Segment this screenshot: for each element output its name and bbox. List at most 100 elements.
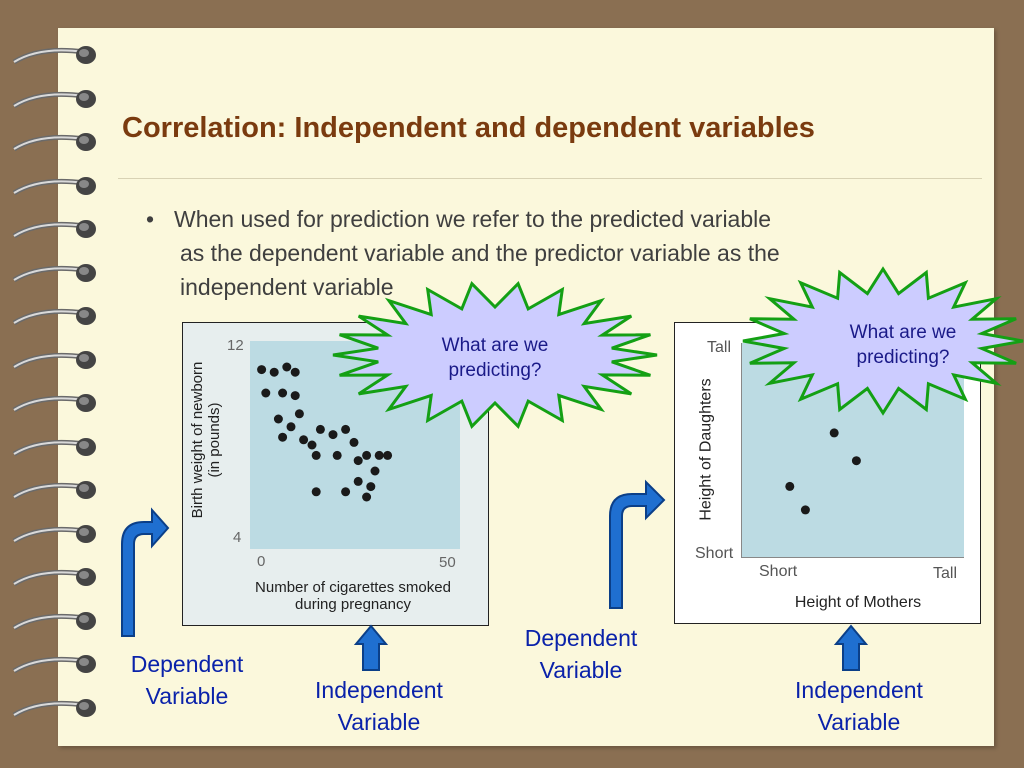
spiral-ring — [12, 568, 96, 587]
spiral-ring — [12, 46, 96, 65]
spiral-ring — [12, 698, 96, 717]
scatter-point — [374, 450, 384, 460]
scatter-point — [269, 367, 279, 377]
left-independent-label-line-2: Variable — [337, 709, 421, 735]
bullet-line-3: independent variable — [180, 274, 394, 300]
scatter-point — [273, 414, 283, 424]
right-chart-scatter — [785, 428, 861, 515]
right-independent-arrow-icon — [833, 624, 869, 671]
left-starburst-text: What are we predicting? — [400, 333, 590, 383]
left-independent-label: Independent Variable — [286, 674, 472, 738]
scatter-point — [278, 388, 288, 398]
slide-title: Correlation: Independent and dependent v… — [122, 112, 815, 144]
right-chart-x-axis-label: Height of Mothers — [794, 594, 922, 611]
left-chart-y-axis-label-line-1: Birth weight of newborn — [189, 361, 206, 519]
spiral-ring — [12, 394, 96, 413]
left-dependent-label-line-2: Variable — [145, 683, 229, 709]
left-dependent-arrow-icon — [121, 507, 170, 637]
right-chart-y-top-tick: Tall — [707, 339, 732, 356]
right-independent-label-line-1: Independent — [795, 677, 923, 703]
right-starburst — [742, 266, 1024, 416]
spiral-ring — [12, 611, 96, 630]
scatter-point — [290, 367, 300, 377]
scatter-point — [311, 487, 321, 497]
starburst-shape — [332, 281, 658, 429]
scatter-point — [290, 391, 300, 401]
scatter-point — [829, 428, 839, 438]
scatter-point — [278, 432, 288, 442]
right-independent-label: Independent Variable — [766, 674, 952, 738]
scatter-point — [362, 492, 372, 502]
left-starburst-line-1: What are we — [441, 335, 549, 356]
right-dependent-label-line-1: Dependent — [524, 625, 638, 651]
title-divider — [118, 178, 982, 179]
left-chart-y-axis-label-line-2: (in pounds) — [206, 402, 223, 478]
left-chart-x-axis-label-line-2: during pregnancy — [295, 596, 411, 613]
scatter-point — [349, 437, 359, 447]
scatter-point — [282, 362, 292, 372]
spiral-ring — [12, 220, 96, 239]
spiral-ring — [12, 263, 96, 282]
spiral-ring — [12, 89, 96, 108]
right-chart-y-axis-label: Height of Daughters — [697, 378, 715, 521]
spiral-ring — [12, 350, 96, 369]
right-dependent-label-line-2: Variable — [539, 657, 623, 683]
left-chart-y-bottom-tick: 4 — [233, 529, 242, 546]
scatter-point — [353, 476, 363, 486]
left-dependent-label-line-1: Dependent — [130, 651, 244, 677]
scatter-point — [383, 450, 393, 460]
spiral-ring — [12, 524, 96, 543]
left-starburst — [332, 281, 658, 429]
right-chart-x-right-tick: Tall — [933, 565, 958, 582]
right-dependent-arrow-icon — [609, 479, 666, 609]
bullet-text: • When used for prediction we refer to t… — [146, 202, 926, 304]
bullet-line-1: When used for prediction we refer to the… — [174, 206, 772, 232]
scatter-point — [362, 450, 372, 460]
scatter-point — [257, 365, 267, 375]
right-starburst-text: What are we predicting? — [808, 320, 998, 370]
bullet-line-2: as the dependent variable and the predic… — [180, 240, 780, 266]
left-chart-x-left-tick: 0 — [257, 553, 266, 570]
scatter-point — [307, 440, 317, 450]
scatter-point — [341, 487, 351, 497]
right-starburst-line-2: predicting? — [856, 347, 950, 368]
left-chart-x-right-tick: 50 — [439, 554, 456, 571]
right-starburst-line-1: What are we — [849, 322, 957, 343]
scatter-point — [328, 430, 338, 440]
left-chart-y-axis-label: Birth weight of newborn (in pounds) — [189, 345, 223, 535]
scatter-point — [299, 435, 309, 445]
left-chart-x-axis-label: Number of cigarettes smoked during pregn… — [223, 579, 483, 613]
scatter-point — [341, 424, 351, 434]
left-chart-x-axis-label-line-1: Number of cigarettes smoked — [255, 579, 451, 596]
left-chart-y-top-tick: 12 — [227, 337, 244, 354]
scatter-point — [332, 450, 342, 460]
left-chart-scatter — [257, 362, 393, 502]
scatter-point — [294, 409, 304, 419]
left-independent-label-line-1: Independent — [315, 677, 443, 703]
spiral-ring — [12, 437, 96, 456]
scatter-point — [851, 456, 861, 466]
right-independent-label-line-2: Variable — [817, 709, 901, 735]
scatter-point — [261, 388, 271, 398]
spiral-ring — [12, 133, 96, 152]
left-dependent-label: Dependent Variable — [104, 648, 270, 712]
scatter-point — [366, 482, 376, 492]
scatter-point — [353, 456, 363, 466]
scatter-point — [785, 481, 795, 491]
scatter-point — [370, 466, 380, 476]
spiral-ring — [12, 307, 96, 326]
right-chart-x-left-tick: Short — [759, 563, 798, 580]
scatter-point — [800, 505, 810, 515]
scatter-point — [315, 424, 325, 434]
right-dependent-label: Dependent Variable — [498, 622, 664, 686]
starburst-shape — [742, 266, 1024, 416]
spiral-ring — [12, 176, 96, 195]
spiral-ring — [12, 481, 96, 500]
scatter-point — [311, 450, 321, 460]
left-independent-arrow-icon — [353, 624, 389, 671]
bullet-marker: • — [146, 206, 155, 232]
left-starburst-line-2: predicting? — [448, 360, 542, 381]
right-chart-y-bottom-tick: Short — [695, 545, 734, 562]
scatter-point — [286, 422, 296, 432]
spiral-ring — [12, 655, 96, 674]
